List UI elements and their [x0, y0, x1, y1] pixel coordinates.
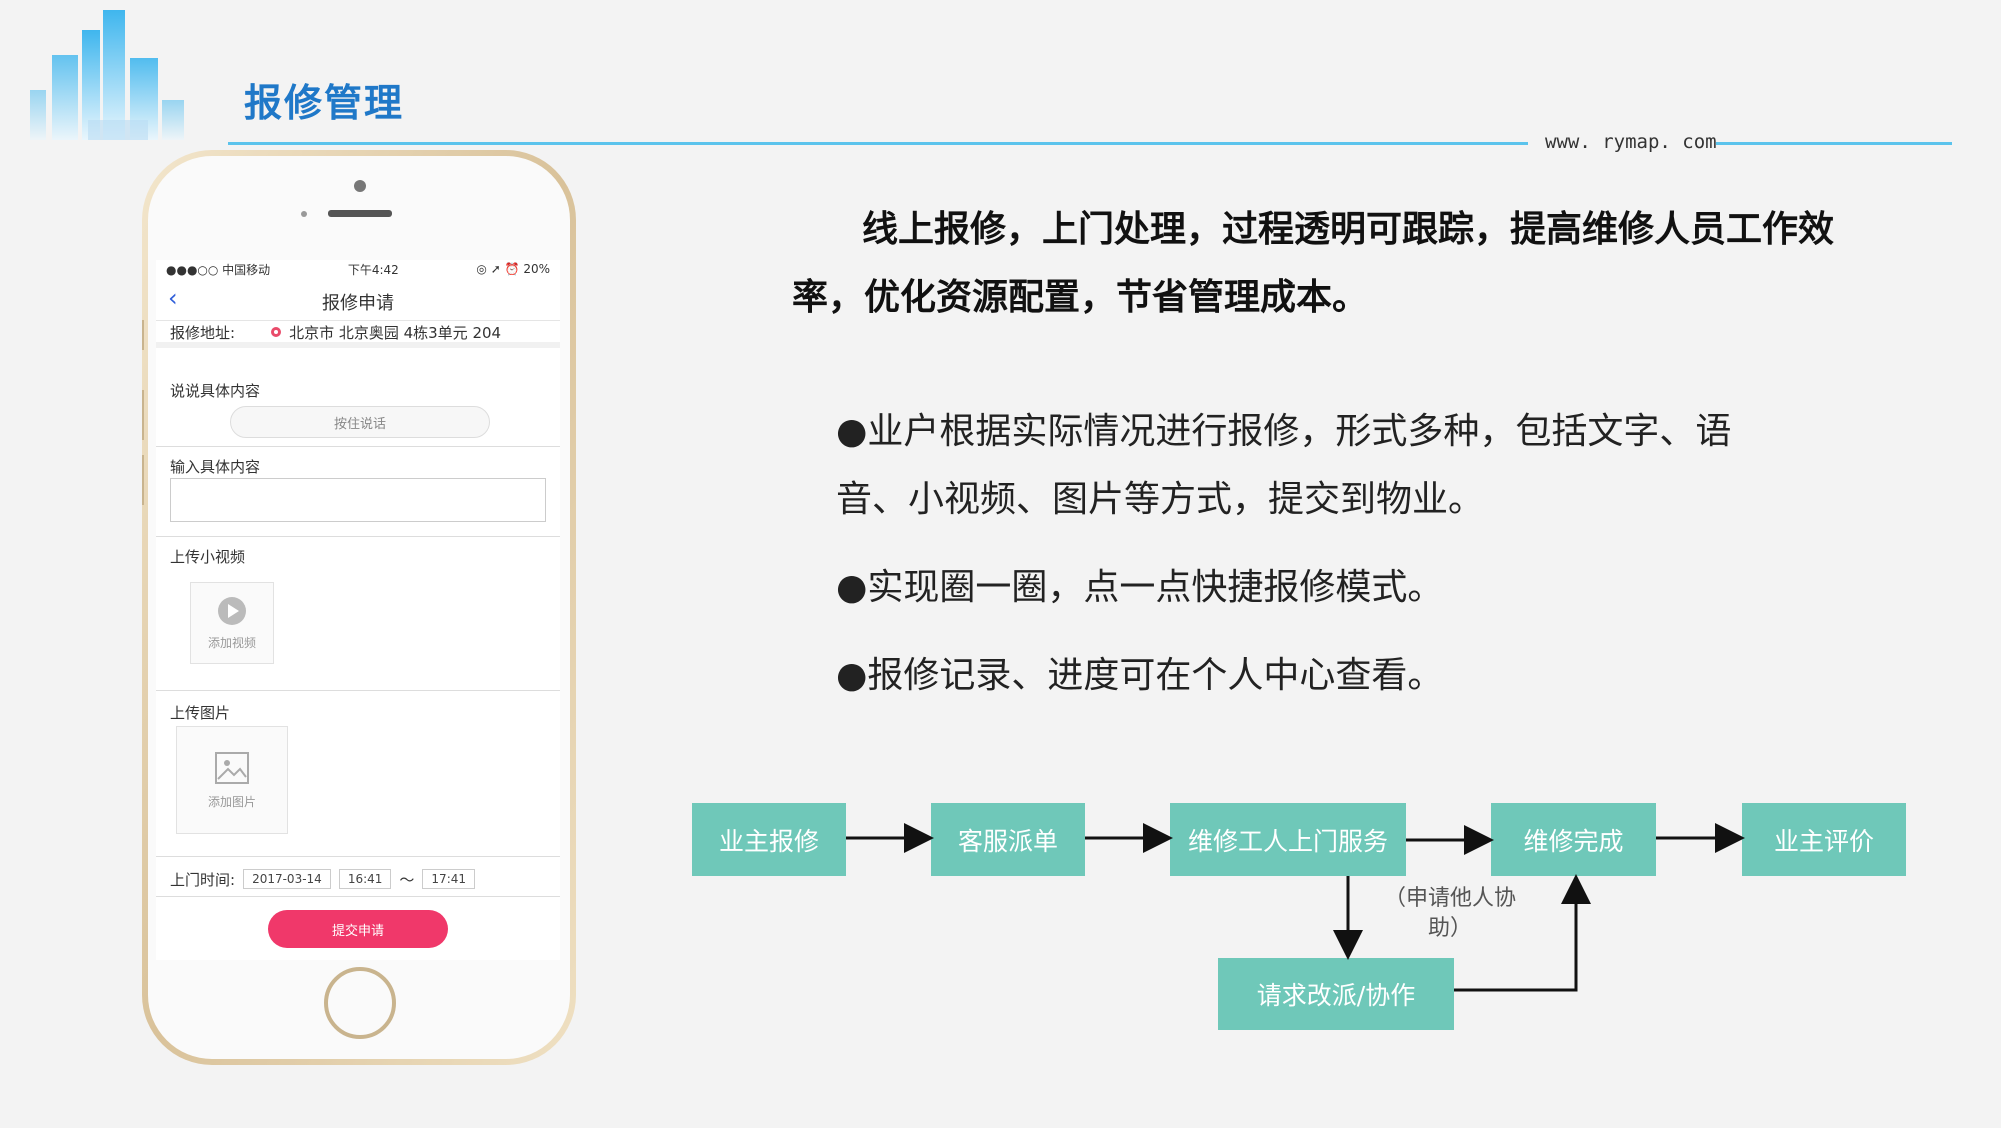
- divider: [156, 536, 560, 537]
- video-section-label: 上传小视频: [170, 548, 246, 566]
- bullet-3: ●报修记录、进度可在个人中心查看。: [836, 655, 1444, 696]
- intro-text: 线上报修，上门处理，过程透明可跟踪，提高维修人员工作效率，优化资源配置，节省管理…: [792, 209, 1835, 318]
- play-icon: [218, 596, 246, 625]
- bullet-2: ●实现圈一圈，点一点快捷报修模式。: [836, 567, 1444, 608]
- address-row[interactable]: 报修地址: 北京市 北京奥园 4栋3单元 204: [156, 322, 560, 348]
- image-icon: [215, 751, 249, 784]
- header-divider-right: [1716, 142, 1952, 145]
- flow-step-owner-review: 业主评价: [1742, 803, 1906, 876]
- flow-note: （申请他人协 助）: [1383, 886, 1516, 941]
- location-pin-icon: [271, 327, 282, 337]
- back-arrow-icon[interactable]: ‹: [168, 284, 178, 312]
- divider: [156, 690, 560, 691]
- address-value: 北京市 北京奥园 4栋3单元 204: [289, 323, 502, 342]
- date-field[interactable]: 2017-03-14: [243, 869, 331, 889]
- status-time: 下午4:42: [347, 262, 399, 277]
- hold-to-talk-button[interactable]: 按住说话: [230, 406, 490, 438]
- page-title: 报修管理: [244, 81, 405, 125]
- visit-time-row: 上门时间: 2017-03-14 16:41 〜 17:41: [156, 866, 560, 892]
- end-time-field[interactable]: 17:41: [422, 869, 476, 889]
- divider: [156, 856, 560, 857]
- status-battery: ◎ ➚ ⏰ 20%: [476, 262, 550, 276]
- submit-button[interactable]: 提交申请: [268, 910, 448, 948]
- flow-step-onsite-service: 维修工人上门服务: [1170, 803, 1406, 876]
- status-bar: ●●●○○ 中国移动 下午4:42 ◎ ➚ ⏰ 20%: [156, 260, 560, 278]
- image-section-label: 上传图片: [170, 704, 231, 722]
- voice-section-label: 说说具体内容: [170, 382, 261, 400]
- range-tilde: 〜: [399, 870, 415, 889]
- feature-bullets: ●业户根据实际情况进行报修，形式多种，包括文字、语音、小视频、图片等方式，提交到…: [836, 398, 1736, 730]
- flow-step-owner-report: 业主报修: [692, 803, 846, 876]
- address-label: 报修地址:: [170, 323, 236, 342]
- nav-bar: ‹ 报修申请: [156, 284, 560, 321]
- add-video-tile[interactable]: 添加视频: [190, 582, 274, 664]
- visit-time-label: 上门时间:: [170, 870, 236, 889]
- nav-title: 报修申请: [322, 293, 394, 314]
- website-label: www. rymap. com: [1545, 131, 1717, 153]
- add-image-tile[interactable]: 添加图片: [176, 726, 288, 834]
- phone-screen: ●●●○○ 中国移动 下午4:42 ◎ ➚ ⏰ 20% ‹ 报修申请 报修地址:…: [156, 260, 560, 960]
- divider: [156, 446, 560, 447]
- flow-step-reassign: 请求改派/协作: [1218, 958, 1454, 1030]
- start-time-field[interactable]: 16:41: [338, 869, 392, 889]
- divider: [156, 896, 560, 897]
- city-skyline-logo: [30, 10, 184, 140]
- bullet-1: ●业户根据实际情况进行报修，形式多种，包括文字、语音、小视频、图片等方式，提交到…: [836, 411, 1732, 520]
- content-input[interactable]: [170, 478, 546, 522]
- text-section-label: 输入具体内容: [170, 458, 261, 476]
- status-carrier: ●●●○○ 中国移动: [166, 262, 271, 277]
- header-divider-left: [228, 142, 1528, 145]
- flow-step-repair-done: 维修完成: [1491, 803, 1656, 876]
- flow-step-dispatch: 客服派单: [931, 803, 1085, 876]
